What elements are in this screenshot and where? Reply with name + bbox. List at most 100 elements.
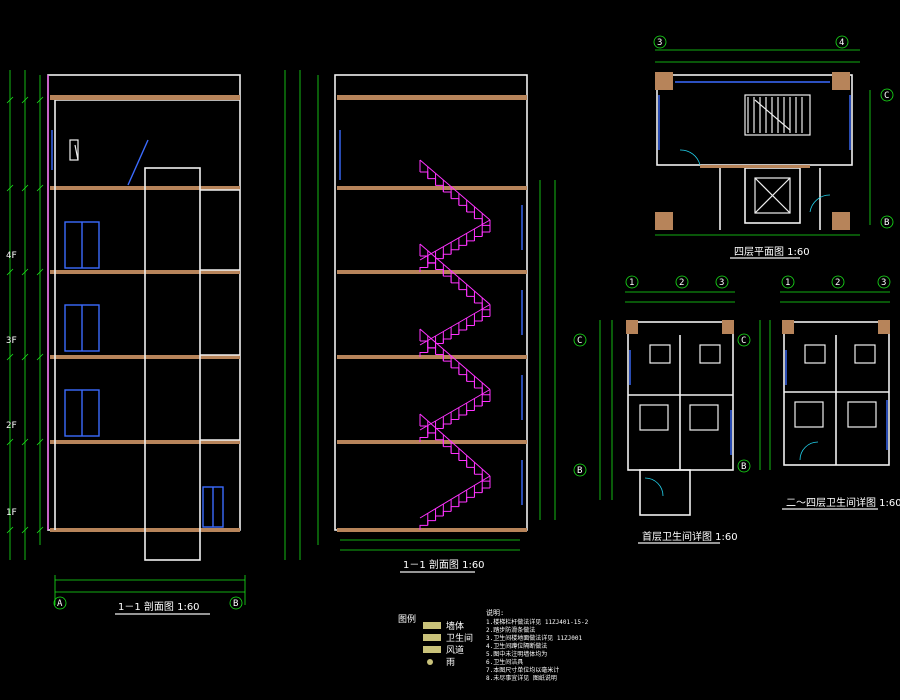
stair-tread (458, 459, 468, 468)
notes: 说明: 1.楼梯栏杆做法详见 11ZJ401-15-2 2.踏步防滑条做法 3.… (486, 608, 589, 682)
grid-bubble (880, 88, 894, 102)
plan-wc1: 1 2 3 C B 首层卫生间详图 1:60 (573, 275, 738, 544)
stair-tread (451, 367, 460, 375)
grid-bubble-label: 3 (719, 278, 724, 288)
stair-handrail (419, 328, 491, 390)
stair-handrail (419, 219, 491, 261)
grid-bubble (653, 35, 667, 49)
stair-tread (466, 496, 475, 502)
stair-tread (474, 387, 483, 395)
grid-bubble (831, 275, 845, 289)
grid-bubble-label: B (884, 218, 889, 228)
stair-tread (458, 204, 468, 212)
stair-handrail (419, 159, 491, 221)
grid-bubble (880, 215, 894, 229)
stair-tread (474, 218, 483, 226)
dimension-tick (36, 184, 44, 192)
stair-tread (442, 253, 452, 259)
stair-tread (482, 394, 491, 402)
stair-tread (458, 244, 467, 250)
stair-tread (473, 235, 483, 241)
legend-swatch (423, 622, 441, 629)
stair-tread (435, 515, 444, 521)
stair-tread (419, 267, 428, 272)
stair-tread (443, 191, 452, 199)
stair-tread (474, 473, 483, 482)
dimension-tick (21, 526, 29, 534)
stair-tread (450, 334, 459, 339)
plan-wc2-title: 二～四层卫生间详图 1:60 (786, 496, 900, 509)
stair-tread (482, 480, 491, 488)
grid-bubble-label: 1 (785, 278, 790, 288)
dimension-tick (36, 526, 44, 534)
dimension-tick (6, 353, 14, 361)
stair-tread (466, 380, 475, 389)
grid-bubble-label: B (577, 466, 582, 476)
stair-handrail (419, 413, 491, 477)
dimension-tick (36, 96, 44, 104)
stair-tread (466, 466, 475, 475)
dimension-tick (21, 353, 29, 361)
stair-tread (427, 262, 436, 268)
grid-bubble (835, 35, 849, 49)
stair-tread (420, 171, 429, 179)
stair-handrail (419, 475, 491, 519)
grid-bubble (53, 596, 67, 610)
legend-swatch (427, 659, 433, 665)
grid-bubble-label: 4 (839, 38, 844, 48)
stair-tread (450, 506, 459, 512)
stair-tread (458, 374, 468, 382)
section-a-title: 1－1 剖面图 1:60 (118, 600, 200, 613)
grid-bubble (625, 275, 639, 289)
note-line: 8.未尽事宜详见 图纸说明 (486, 674, 557, 682)
stair-tread (473, 320, 483, 326)
grid-bubble-label: B (741, 462, 746, 472)
legend-item: 风道 (446, 644, 464, 656)
stair-tread (427, 432, 436, 438)
dimension-tick (6, 438, 14, 446)
dimension-tick (21, 438, 29, 446)
plan-wc2: 1 2 3 C B 二～四层卫生间详图 1:60 (737, 275, 900, 510)
grid-bubble-label: 2 (835, 278, 840, 288)
note-line: 5.图中未注明墙体均为 (486, 650, 547, 658)
dimension-tick (21, 96, 29, 104)
grid-bubble-label: 1 (629, 278, 634, 288)
stair-tread (419, 352, 428, 357)
grid-bubble-label: C (884, 91, 889, 101)
grid-bubble-label: 2 (679, 278, 684, 288)
legend-swatch (423, 646, 441, 653)
stair-tread (458, 289, 468, 297)
floor-label-4f: 4F (6, 251, 17, 261)
grid-bubble (877, 275, 891, 289)
stair-tread (458, 329, 467, 335)
stair-tread (427, 520, 436, 526)
plan-stair-treads (747, 97, 803, 133)
stair-tread (481, 487, 490, 493)
stair-tread (427, 178, 437, 186)
floor-label-1f: 1F (6, 508, 17, 518)
stair-tread (481, 316, 490, 321)
stair-tread (466, 295, 475, 304)
legend: 图例 墙体 卫生间 风道 雨 (398, 613, 473, 668)
grid-bubble (781, 275, 795, 289)
dimension-tick (6, 96, 14, 104)
stair-tread (443, 446, 452, 454)
legend-item: 雨 (446, 657, 455, 668)
stair-flights (419, 159, 491, 530)
stair-tread (443, 360, 452, 368)
dimension-tick (6, 526, 14, 534)
stair-handrail (419, 304, 491, 346)
stair-tread (473, 405, 483, 411)
stair-tread (458, 414, 467, 420)
plan-top: 3 4 C B 四层平面图 1:60 (653, 35, 894, 259)
grid-bubble-label: C (741, 336, 746, 346)
dimension-tick (36, 438, 44, 446)
grid-bubble-label: 3 (881, 278, 886, 288)
dimension-tick (36, 353, 44, 361)
legend-heading: 图例 (398, 613, 416, 625)
dimension-tick (36, 268, 44, 276)
note-line: 3.卫生间楼地面做法详见 11ZJ001 (486, 634, 583, 642)
stair-tread (466, 211, 475, 219)
stair-tread (466, 325, 475, 330)
